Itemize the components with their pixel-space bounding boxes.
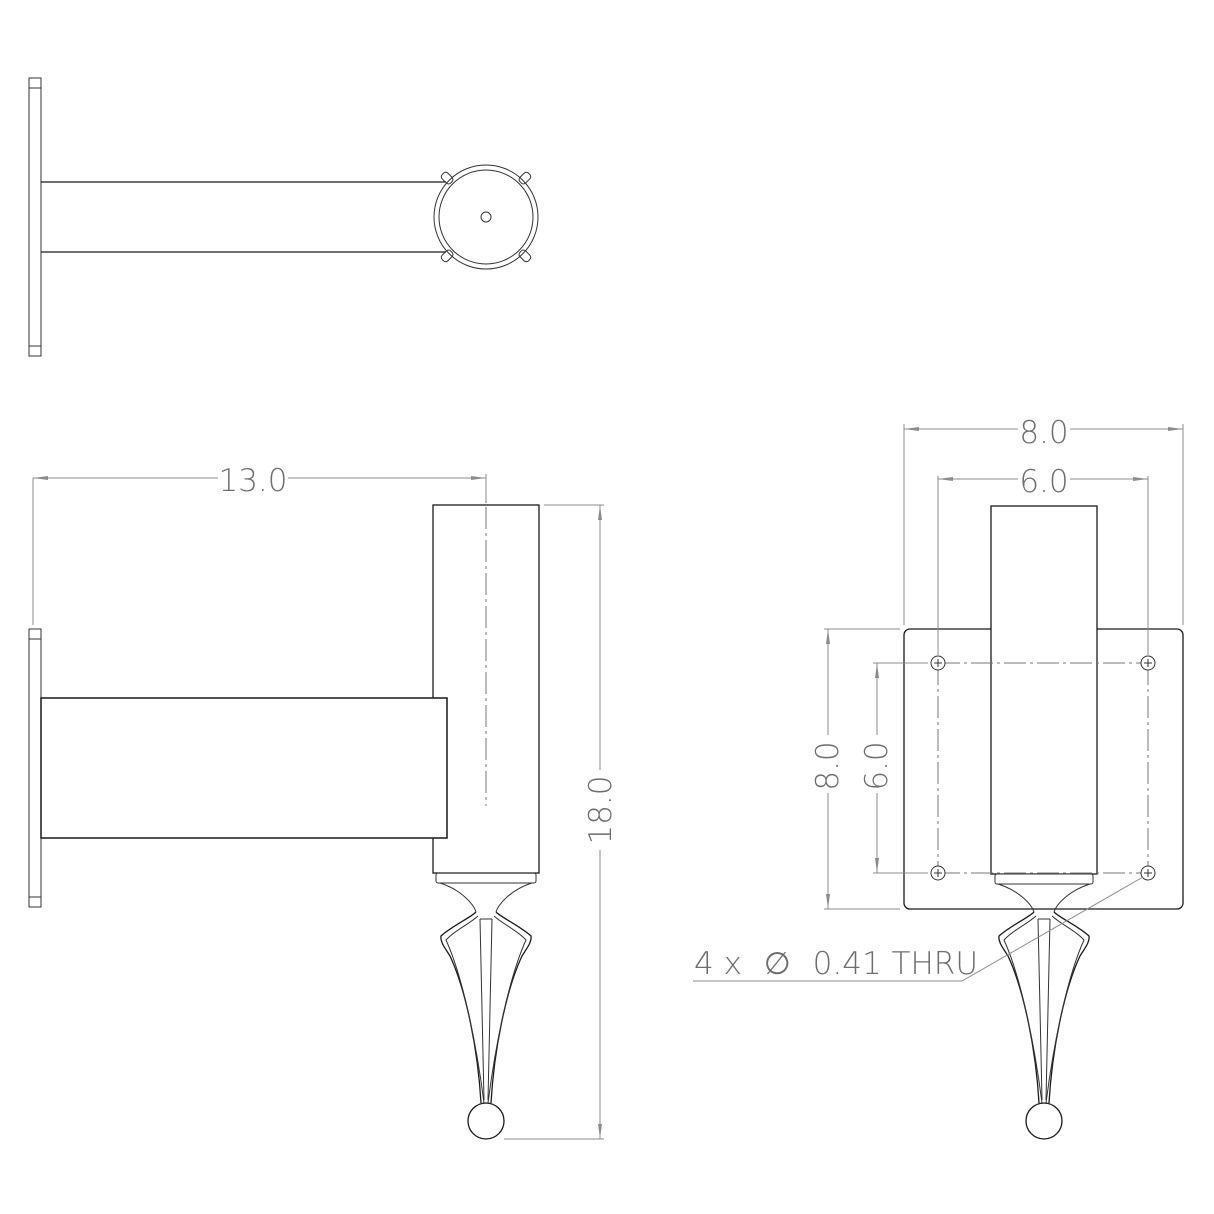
dim-front-plate-height: 8.0 [810,741,846,790]
top-view-round-cap [433,164,539,270]
dim-side-width: 13.0 [218,463,287,499]
dim-front-hole-spacing-y: 6.0 [859,741,895,790]
top-view-wall-plate [28,77,42,357]
hole-note-value: 0.41 THRU [813,946,978,982]
dim-front-hole-spacing-x: 6.0 [1019,464,1068,500]
mounting-hole [930,865,946,881]
diameter-symbol-icon: ∅ [764,946,791,982]
side-view [28,474,540,1140]
dim-front-plate-width: 8.0 [1019,415,1068,451]
front-view-finial [997,883,1091,1140]
mounting-hole [1140,655,1156,671]
front-view [903,505,1184,1140]
mounting-hole [930,655,946,671]
dim-side-height: 18.0 [583,775,619,844]
top-view [28,77,539,357]
front-view-dimensions [693,424,1184,982]
hole-note: 4 x ∅ 0.41 THRU [694,946,978,982]
side-view-wall-plate [28,628,42,908]
side-view-finial [439,882,533,1140]
hole-note-leader [693,876,1144,982]
side-view-arm [40,697,448,839]
front-view-post [990,505,1098,875]
side-view-dimensions [32,474,604,1140]
mounting-hole [1140,865,1156,881]
hole-note-qty: 4 x [694,946,742,982]
